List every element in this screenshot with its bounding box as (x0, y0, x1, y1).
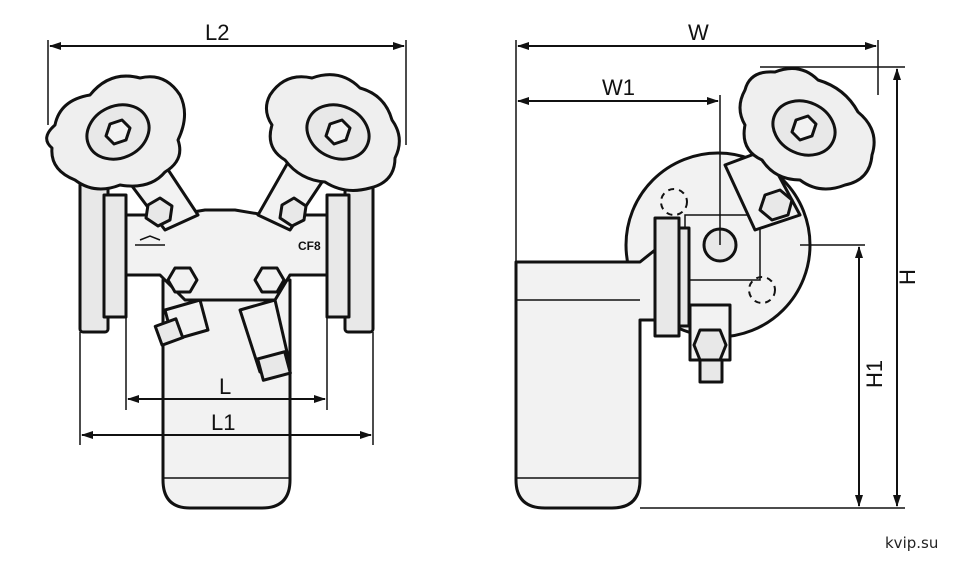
side-handwheel (738, 66, 876, 191)
side-view (514, 66, 876, 510)
dim-H1: H1 (862, 360, 887, 388)
front-view: CF8 (45, 73, 401, 510)
dim-L2: L2 (205, 20, 229, 45)
dim-W1: W1 (602, 75, 635, 100)
dim-L1: L1 (211, 410, 235, 435)
side-dimensions: W W1 H H1 (515, 20, 920, 509)
watermark: kvip.su (885, 534, 938, 552)
left-handwheel (45, 74, 186, 191)
right-handwheel (265, 73, 401, 192)
dim-W: W (688, 20, 709, 45)
front-dimensions: L2 L L1 (47, 20, 407, 445)
dim-H: H (895, 269, 920, 285)
material-marking: CF8 (298, 239, 321, 253)
dim-L: L (219, 374, 231, 399)
